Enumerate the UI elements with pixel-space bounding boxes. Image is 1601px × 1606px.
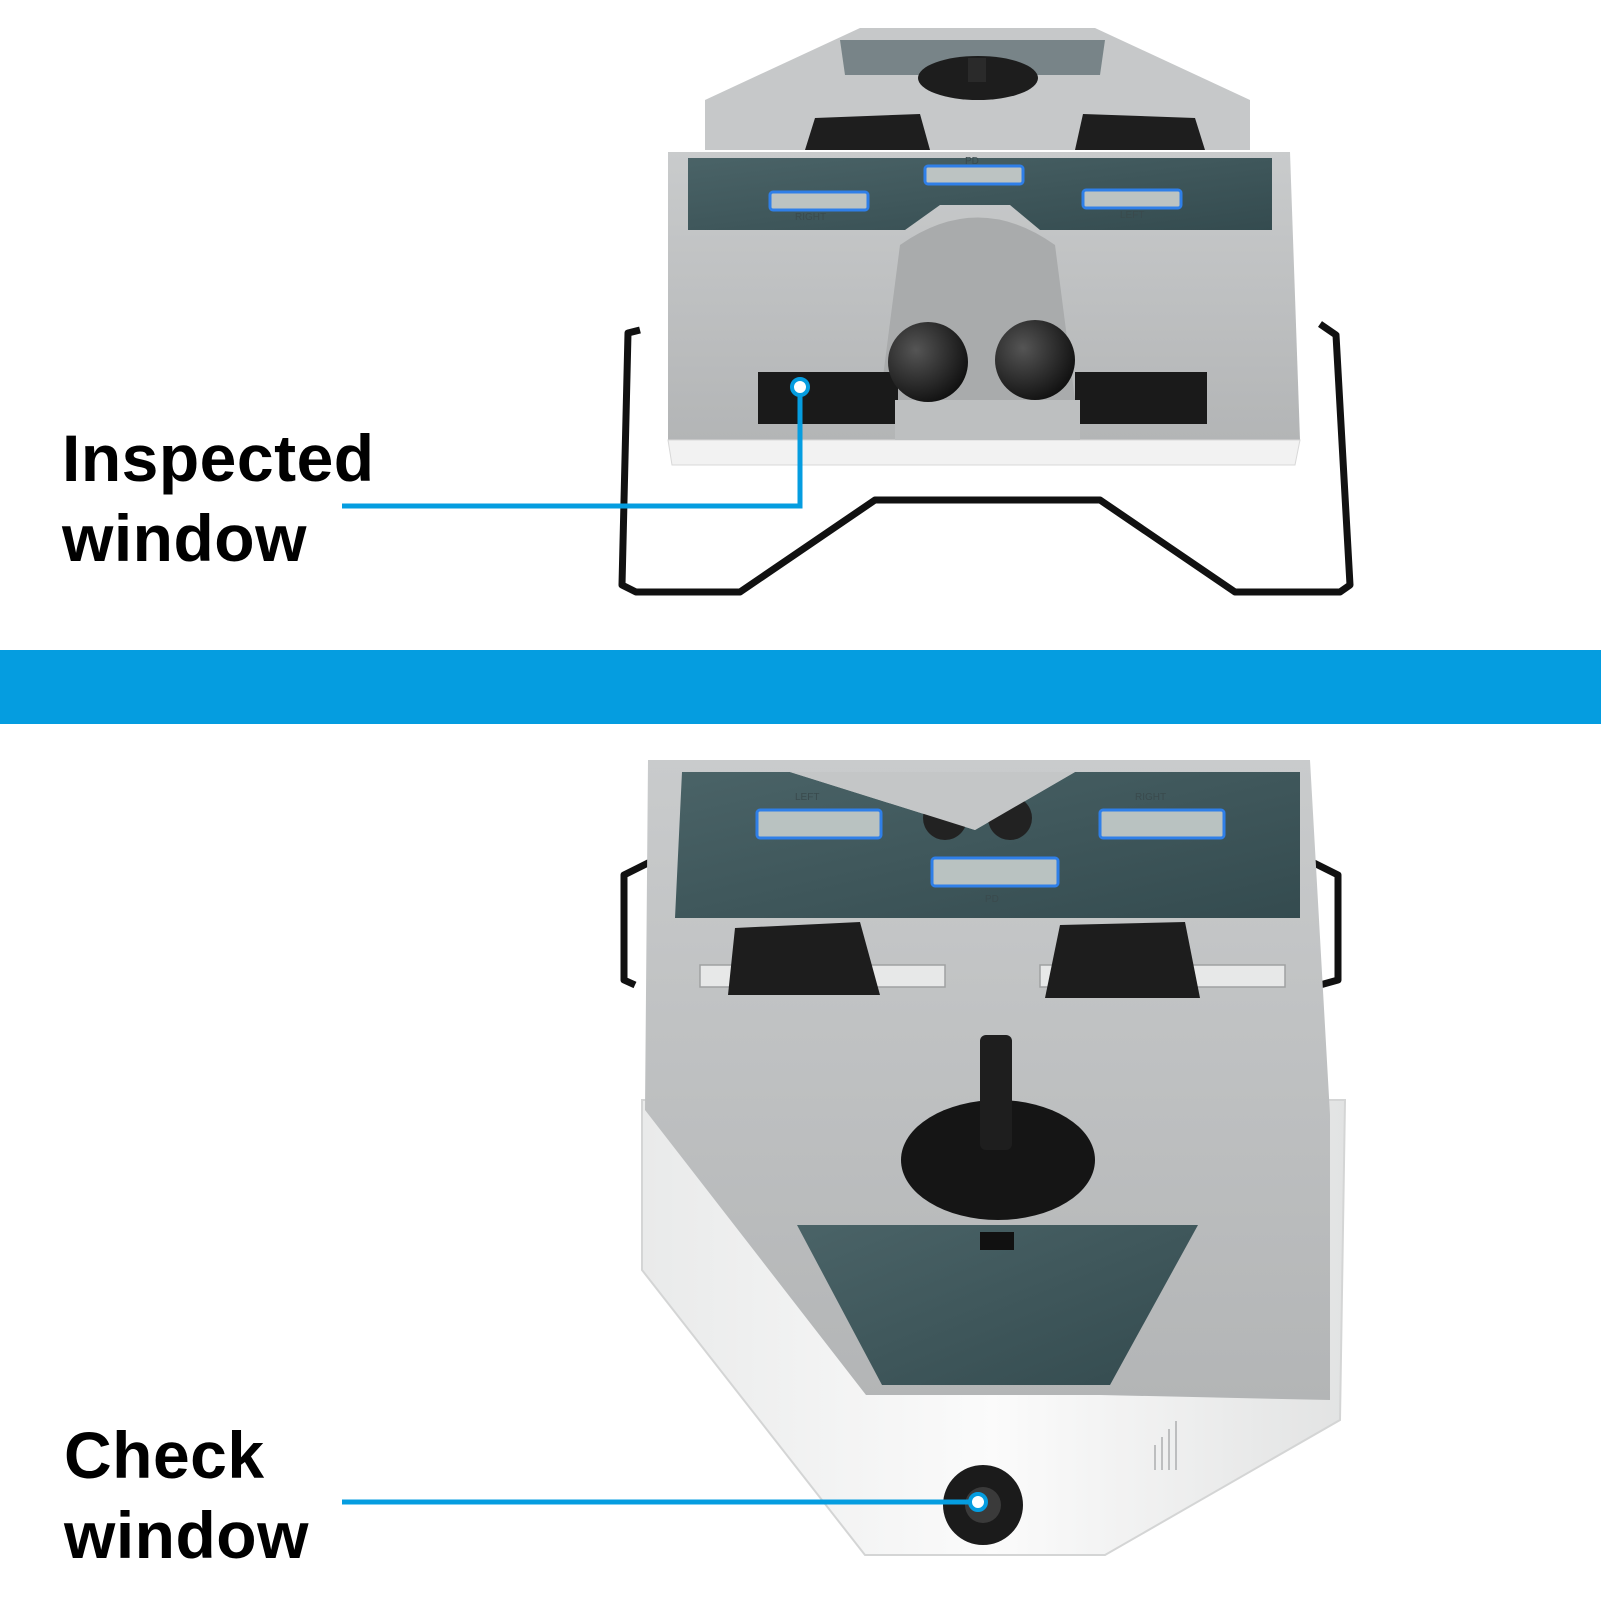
bottom-right-label: RIGHT <box>1135 792 1166 803</box>
bottom-left-label: LEFT <box>795 792 819 803</box>
check-window-label: Check window <box>64 1415 309 1575</box>
bottom-pd-display <box>930 856 1060 888</box>
bottom-pd-label: PD <box>985 894 999 905</box>
top-right-label: RIGHT <box>795 212 826 223</box>
bottom-wire-right <box>1310 858 1342 989</box>
check-window-label-line1: Check <box>64 1418 265 1492</box>
bottom-wire-left <box>620 858 652 989</box>
top-left-display <box>1081 188 1183 210</box>
section-divider <box>0 650 1601 724</box>
bottom-base-panel <box>797 1225 1198 1385</box>
top-device: RIGHT PD LEFT <box>618 28 1354 596</box>
top-inspected-window-right <box>1075 372 1207 424</box>
top-control-panel <box>688 158 1272 230</box>
top-right-display <box>768 190 870 212</box>
inspected-callout-dot <box>790 377 810 397</box>
bottom-device: LEFT RIGHT PD <box>620 760 1347 1556</box>
top-right-wheel <box>1075 114 1205 150</box>
bottom-left-wheel <box>728 922 880 995</box>
top-eyepiece-left <box>888 322 968 402</box>
top-eyepiece-right <box>995 320 1075 400</box>
bottom-pd-dial <box>901 1100 1095 1220</box>
bottom-left-display <box>755 808 883 840</box>
check-window-label-line2: window <box>64 1498 309 1572</box>
bottom-right-wheel <box>1045 922 1200 998</box>
top-inspected-window-left <box>758 372 898 424</box>
bottom-right-display <box>1098 808 1226 840</box>
top-left-wheel <box>805 114 930 150</box>
check-callout-dot <box>968 1492 988 1512</box>
top-wire-stand <box>618 321 1354 596</box>
bottom-vent <box>1154 1421 1177 1470</box>
inspected-window-label-line2: window <box>62 501 307 575</box>
callout-lines <box>342 377 988 1512</box>
bottom-dial-lever <box>980 1035 1012 1150</box>
top-pd-label: PD <box>965 156 979 167</box>
top-left-label: LEFT <box>1120 210 1144 221</box>
top-pd-display <box>923 164 1025 186</box>
inspected-window-label: Inspected window <box>62 418 375 578</box>
inspected-window-label-line1: Inspected <box>62 421 375 495</box>
inspected-callout-line <box>342 387 803 509</box>
